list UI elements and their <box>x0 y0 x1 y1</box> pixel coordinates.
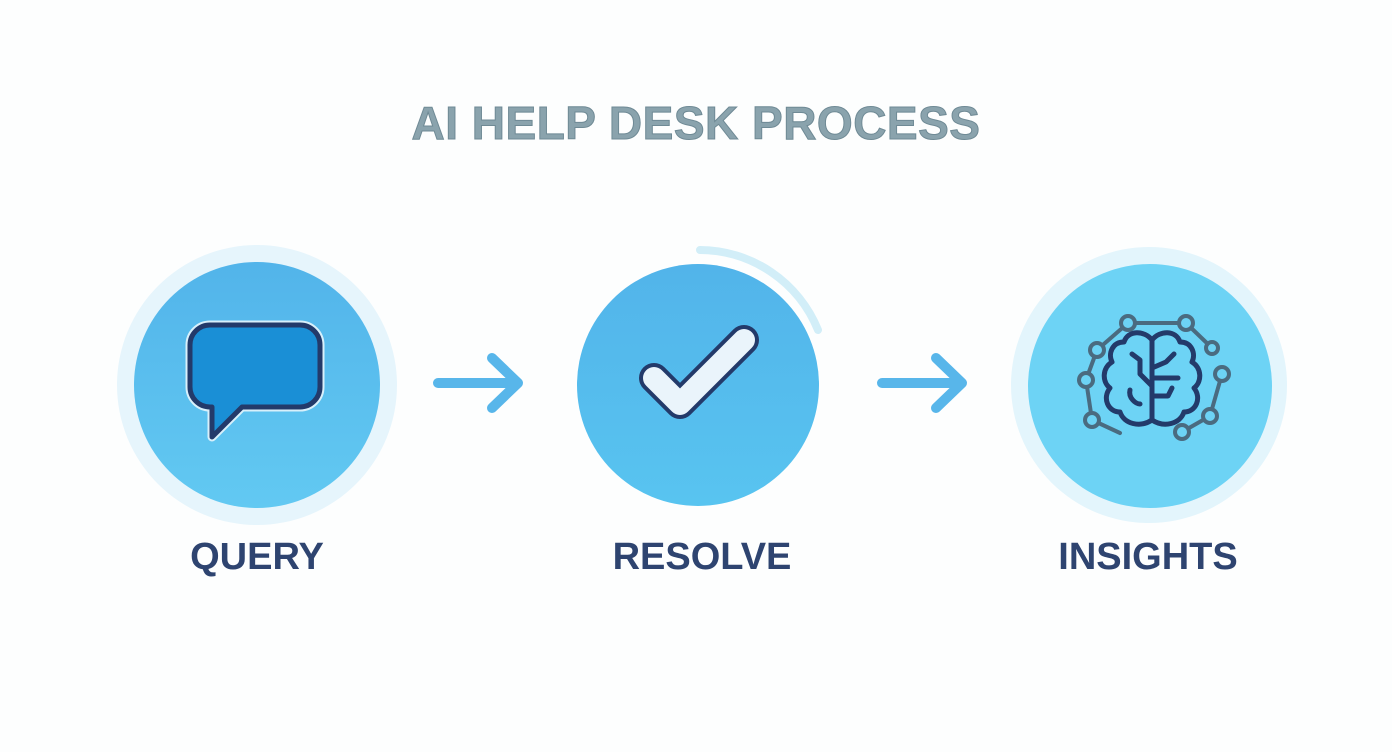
speech-bubble-icon <box>185 320 325 442</box>
brain-network-icon <box>1077 314 1231 441</box>
checkmark-icon <box>639 325 759 419</box>
arrow-right-icon <box>433 353 523 413</box>
step-label: INSIGHTS <box>1058 536 1238 578</box>
step-label: QUERY <box>190 536 324 578</box>
step-label: RESOLVE <box>612 536 792 578</box>
progress-arc <box>696 246 822 334</box>
diagram-title: AI HELP DESK PROCESS <box>411 97 981 150</box>
arrow-right-icon <box>877 353 967 413</box>
